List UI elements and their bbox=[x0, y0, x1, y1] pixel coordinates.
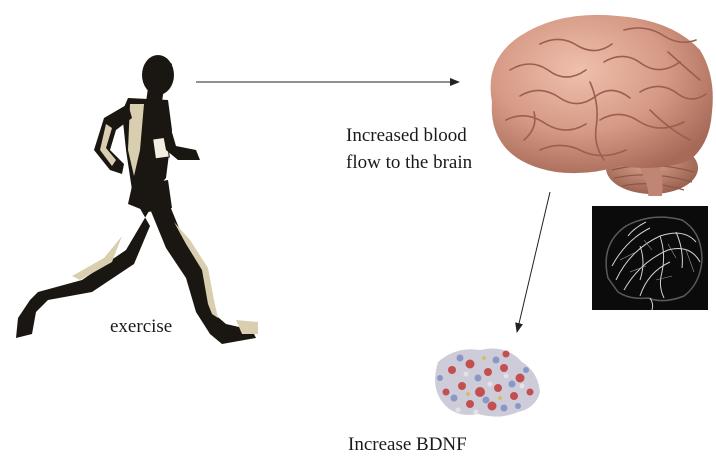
brain-angiogram-image bbox=[592, 206, 708, 310]
runner-silhouette-icon bbox=[16, 55, 258, 344]
label-blood-flow-line1: Increased blood bbox=[346, 122, 472, 149]
label-blood-flow-line2: flow to the brain bbox=[346, 149, 472, 176]
label-increased-blood-flow: Increased blood flow to the brain bbox=[346, 122, 472, 176]
brain-icon bbox=[491, 15, 713, 196]
label-increase-bdnf: Increase BDNF bbox=[348, 431, 467, 458]
arrow-brain-to-bdnf bbox=[517, 192, 550, 332]
label-exercise: exercise bbox=[110, 313, 172, 340]
bdnf-protein-molecule-image bbox=[435, 349, 540, 417]
